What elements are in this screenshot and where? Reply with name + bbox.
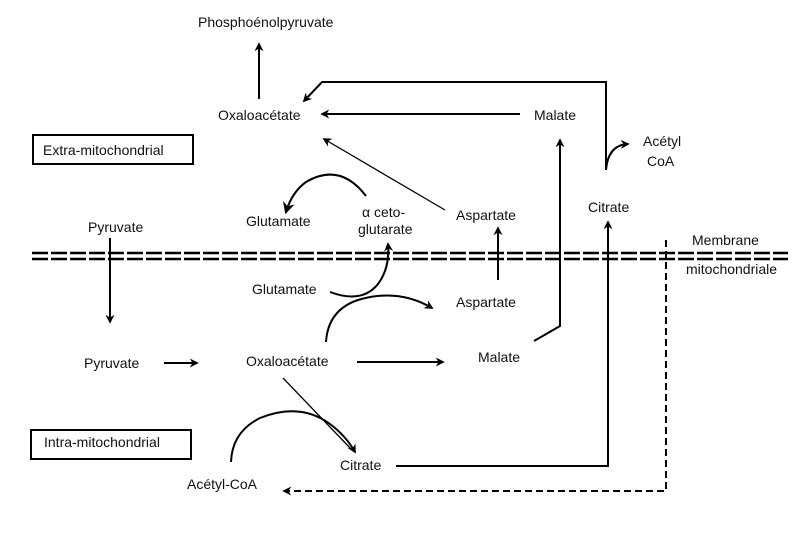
region-label-intra: Intra-mitochondrial (44, 434, 160, 450)
label-aspartate-extra: Aspartate (456, 207, 516, 223)
membrane-label-1: Membrane (692, 232, 759, 248)
arrow-citrate-transport (396, 220, 613, 467)
label-acetyl-coa-extra-1: Acétyl (643, 133, 681, 149)
label-malate-intra: Malate (478, 349, 520, 365)
label-citrate-intra: Citrate (340, 457, 381, 473)
arrow-citrate-to-acetyl-coa (605, 139, 630, 171)
label-glutamate-extra: Glutamate (246, 213, 311, 229)
label-acetyl-coa-intra: Acétyl-CoA (187, 476, 258, 492)
label-citrate-extra: Citrate (588, 199, 629, 215)
arrow-aspartate-to-oaa (322, 138, 446, 211)
label-alpha-ketoglutarate-2: glutarate (358, 221, 413, 237)
arrow-malate-transport (533, 138, 565, 342)
line-oaa-to-citrate (282, 377, 353, 451)
region-box-intra (30, 429, 192, 460)
label-alpha-ketoglutarate-1: α ceto- (362, 204, 405, 220)
arrow-akg-to-glutamate (283, 173, 367, 215)
arrow-acetyl-coa-to-citrate (230, 410, 356, 463)
arrow-oaa-to-aspartate (325, 294, 434, 343)
arrow-glutamate-to-akg (329, 242, 394, 298)
label-oxaloacetate-extra: Oxaloacétate (218, 107, 301, 123)
membrane-label-2: mitochondriale (686, 261, 777, 277)
label-pyruvate-intra: Pyruvate (84, 355, 139, 371)
mitochondrial-membrane (32, 251, 788, 261)
label-pyruvate-extra: Pyruvate (88, 219, 143, 235)
region-label-extra: Extra-mitochondrial (43, 142, 164, 158)
label-glutamate-intra: Glutamate (252, 281, 317, 297)
label-aspartate-intra: Aspartate (456, 294, 516, 310)
label-acetyl-coa-extra-2: CoA (647, 153, 675, 169)
label-oxaloacetate-intra: Oxaloacétate (246, 353, 329, 369)
label-phosphoenolpyruvate: Phosphoénolpyruvate (198, 14, 334, 30)
arrow-citrate-to-oaa (302, 81, 607, 170)
label-malate-extra: Malate (534, 107, 576, 123)
arrow-acetyl-coa-return (282, 240, 667, 496)
region-box-extra (32, 134, 194, 165)
